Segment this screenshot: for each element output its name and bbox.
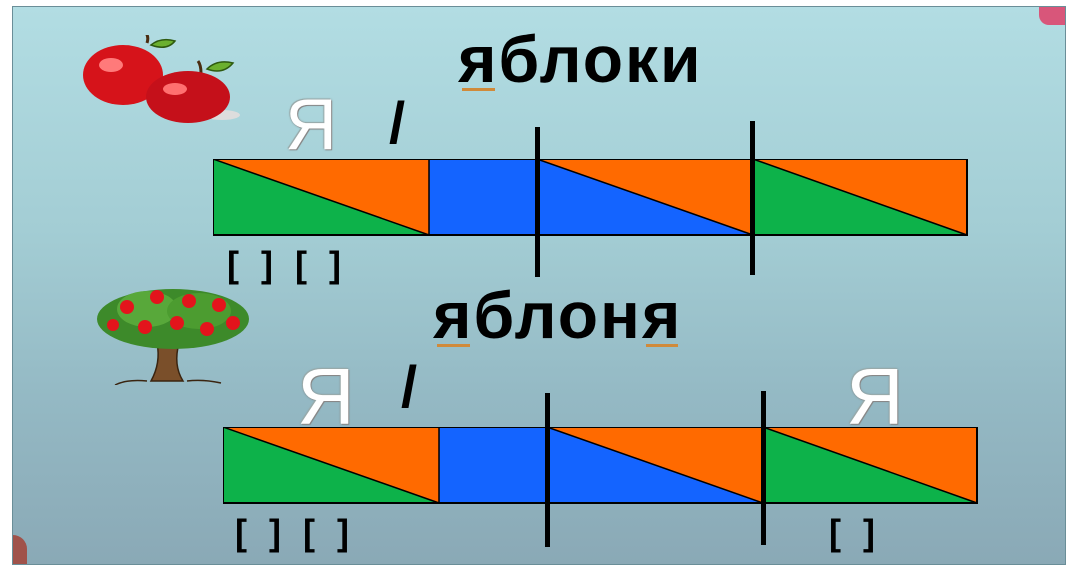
sound-block-1 <box>223 427 440 504</box>
sound-block-2 <box>439 427 547 503</box>
syllable-divider <box>761 391 766 545</box>
word-scheme-row1 <box>213 159 968 236</box>
transcription-brackets: [ ] [ ] <box>227 244 347 285</box>
syllable-divider <box>535 127 540 277</box>
slide-corner-decoration <box>1039 7 1065 25</box>
sound-block-1 <box>213 159 430 236</box>
apple-tree-icon <box>97 289 249 385</box>
word-middle: блон <box>473 278 642 352</box>
vowel-label: Я <box>285 85 337 165</box>
transcription-brackets: [ ] <box>829 512 881 553</box>
syllable-slash: / <box>401 355 418 420</box>
word-apples: яблоки <box>458 21 703 97</box>
vowel-label: Я <box>846 352 904 441</box>
word-scheme-row2 <box>223 427 978 504</box>
word-rest: блоки <box>498 22 703 96</box>
underlined-letter: я <box>641 278 683 352</box>
apples-icon <box>83 35 240 123</box>
syllable-divider <box>545 393 550 547</box>
sound-block-4 <box>752 159 968 236</box>
sound-block-4 <box>762 427 978 504</box>
word-apple-tree: яблоня <box>433 277 682 353</box>
sound-block-2 <box>429 159 537 235</box>
vowel-label: Я <box>297 352 355 441</box>
sound-block-3 <box>546 427 764 504</box>
slide: яблоки Я / [ ] [ ] <box>12 6 1066 565</box>
syllable-divider <box>750 121 755 275</box>
syllable-slash: / <box>389 91 406 156</box>
slide-corner-decoration-left <box>13 535 27 564</box>
sound-block-3 <box>536 159 754 236</box>
underlined-letter: я <box>458 22 499 96</box>
underlined-letter: я <box>433 278 474 352</box>
transcription-brackets: [ ] [ ] <box>235 512 355 553</box>
